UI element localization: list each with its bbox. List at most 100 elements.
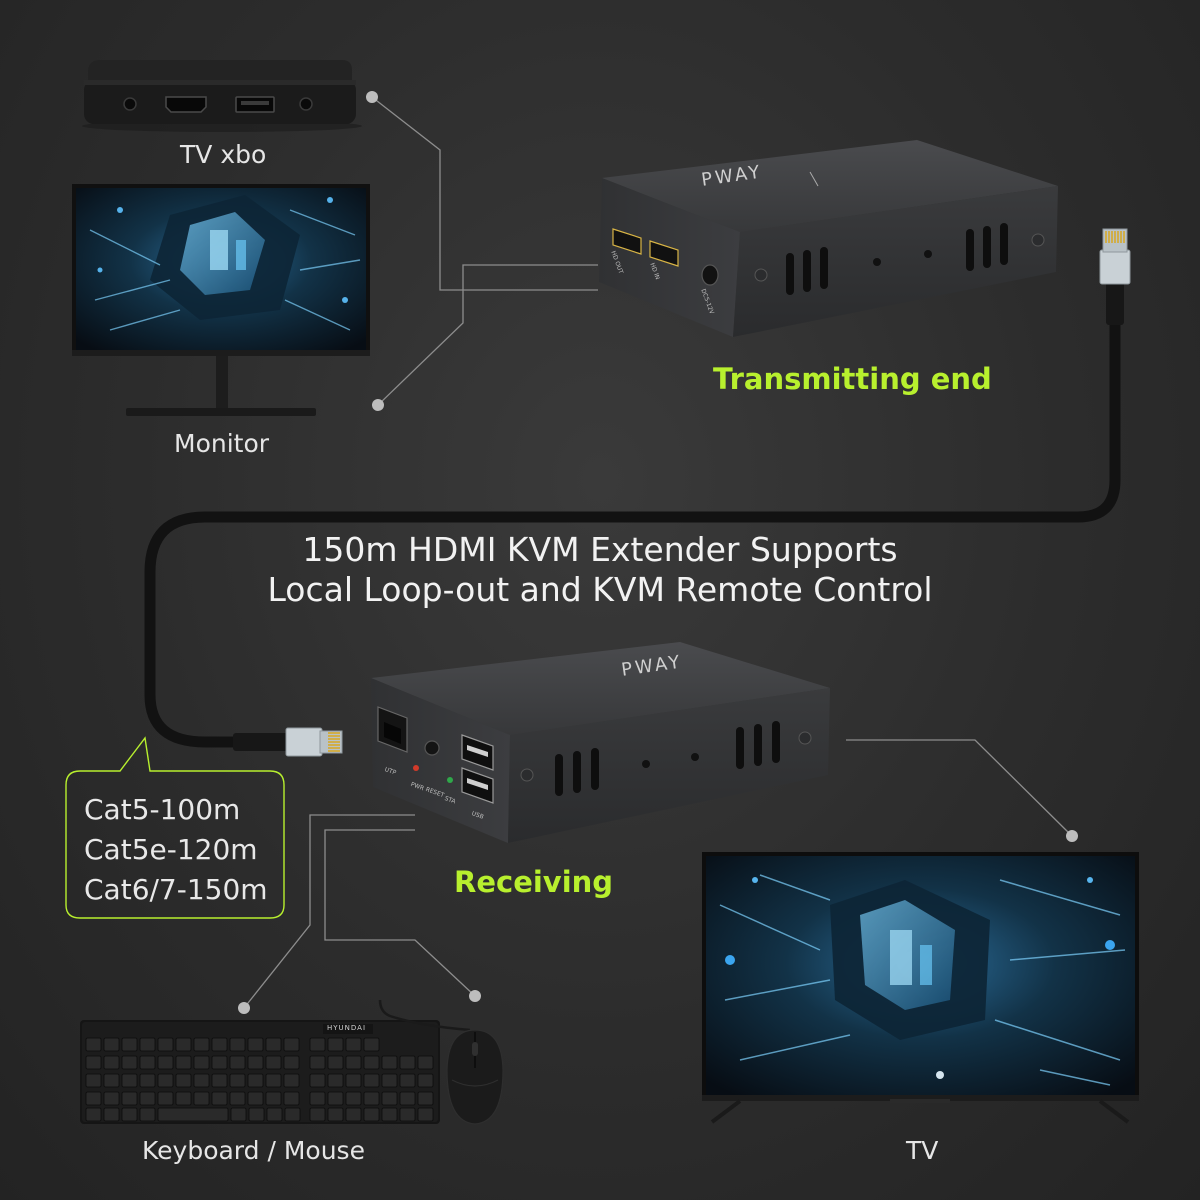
keyboard-key bbox=[363, 1091, 380, 1106]
monitor-label: Monitor bbox=[174, 429, 270, 458]
pwr-led-icon bbox=[413, 765, 419, 771]
keyboard-key bbox=[139, 1037, 156, 1052]
keyboard-key bbox=[85, 1091, 102, 1106]
keyboard-key bbox=[265, 1037, 282, 1052]
keyboard-key bbox=[283, 1037, 300, 1052]
keyboard-key bbox=[157, 1107, 229, 1122]
keyboard-key bbox=[211, 1055, 228, 1070]
keyboard-key bbox=[417, 1091, 434, 1106]
transmitting-end-label: Transmitting end bbox=[713, 362, 992, 396]
keyboard-key bbox=[121, 1037, 138, 1052]
reset-button-icon bbox=[424, 740, 440, 756]
keyboard-key bbox=[327, 1073, 344, 1088]
keyboard-key bbox=[345, 1107, 362, 1122]
sta-led-icon bbox=[447, 777, 453, 783]
hdmi-out-port-icon bbox=[612, 228, 642, 255]
keyboard-key bbox=[175, 1055, 192, 1070]
keyboard-key bbox=[229, 1055, 246, 1070]
keyboard-key bbox=[85, 1037, 102, 1052]
keyboard-key bbox=[157, 1055, 174, 1070]
keyboard-mouse-label: Keyboard / Mouse bbox=[142, 1136, 365, 1165]
keyboard-key bbox=[121, 1107, 138, 1122]
keyboard-key bbox=[309, 1107, 326, 1122]
keyboard-device bbox=[80, 1020, 440, 1124]
rj45-plug-top bbox=[1099, 228, 1131, 325]
keyboard-key bbox=[381, 1055, 398, 1070]
keyboard-key bbox=[345, 1055, 362, 1070]
keyboard-key bbox=[229, 1091, 246, 1106]
keyboard-key bbox=[211, 1091, 228, 1106]
keyboard-key bbox=[345, 1073, 362, 1088]
tv-box-label: TV xbo bbox=[180, 140, 267, 169]
tv-label: TV bbox=[906, 1136, 939, 1165]
keyboard-key bbox=[327, 1091, 344, 1106]
receiver-device bbox=[371, 642, 830, 843]
keyboard-key bbox=[345, 1037, 362, 1052]
keyboard-key bbox=[363, 1055, 380, 1070]
keyboard-key bbox=[211, 1073, 228, 1088]
keyboard-key bbox=[247, 1073, 264, 1088]
keyboard-key bbox=[157, 1091, 174, 1106]
dc-power-port-icon bbox=[701, 264, 719, 286]
keyboard-key bbox=[417, 1107, 434, 1122]
keyboard-key bbox=[284, 1107, 301, 1122]
utp-port-icon bbox=[377, 706, 408, 753]
keyboard-key bbox=[139, 1107, 156, 1122]
keyboard-key bbox=[247, 1055, 264, 1070]
keyboard-key bbox=[103, 1091, 120, 1106]
usb-ports-icon bbox=[461, 734, 494, 804]
keyboard-key bbox=[193, 1091, 210, 1106]
keyboard-key bbox=[157, 1073, 174, 1088]
keyboard-key bbox=[247, 1037, 264, 1052]
keyboard-key bbox=[363, 1037, 380, 1052]
keyboard-key bbox=[381, 1073, 398, 1088]
cable-spec-list: Cat5-100m Cat5e-120m Cat6/7-150m bbox=[84, 790, 268, 910]
mouse-device bbox=[378, 999, 504, 1125]
keyboard-key bbox=[265, 1055, 282, 1070]
keyboard-key bbox=[103, 1037, 120, 1052]
keyboard-key bbox=[399, 1073, 416, 1088]
cable-spec-cat5e: Cat5e-120m bbox=[84, 833, 258, 866]
keyboard-key bbox=[175, 1091, 192, 1106]
monitor-device bbox=[72, 184, 370, 416]
keyboard-key bbox=[85, 1107, 102, 1122]
keyboard-key bbox=[309, 1091, 326, 1106]
keyboard-key bbox=[417, 1055, 434, 1070]
keyboard-key bbox=[121, 1055, 138, 1070]
rj45-plug-bottom bbox=[233, 727, 343, 757]
keyboard-key bbox=[85, 1055, 102, 1070]
keyboard-key bbox=[283, 1091, 300, 1106]
keyboard-key bbox=[283, 1073, 300, 1088]
tv-device bbox=[702, 852, 1139, 1124]
keyboard-key bbox=[193, 1037, 210, 1052]
hdmi-in-port-icon bbox=[649, 240, 679, 267]
keyboard-key bbox=[399, 1107, 416, 1122]
transmitter-device bbox=[599, 140, 1058, 337]
headline-line-2: Local Loop-out and KVM Remote Control bbox=[267, 570, 933, 609]
keyboard-key bbox=[103, 1073, 120, 1088]
keyboard-key bbox=[193, 1055, 210, 1070]
tv-box-device bbox=[82, 60, 362, 132]
keyboard-key bbox=[230, 1107, 247, 1122]
keyboard-key bbox=[399, 1091, 416, 1106]
audio-port-icon bbox=[123, 97, 137, 111]
keyboard-key bbox=[139, 1091, 156, 1106]
keyboard-key bbox=[139, 1073, 156, 1088]
keyboard-key bbox=[283, 1055, 300, 1070]
keyboard-key bbox=[417, 1073, 434, 1088]
keyboard-key bbox=[345, 1091, 362, 1106]
keyboard-key bbox=[309, 1037, 326, 1052]
keyboard-key bbox=[327, 1037, 344, 1052]
keyboard-key bbox=[229, 1073, 246, 1088]
cable-spec-cat6: Cat6/7-150m bbox=[84, 873, 268, 906]
keyboard-key bbox=[327, 1055, 344, 1070]
cable-spec-bubble bbox=[65, 736, 285, 919]
keyboard-key bbox=[248, 1107, 265, 1122]
network-cable bbox=[144, 314, 1121, 748]
keyboard-key bbox=[265, 1073, 282, 1088]
keyboard-key bbox=[121, 1073, 138, 1088]
keyboard-key bbox=[266, 1107, 283, 1122]
keyboard-key bbox=[265, 1091, 282, 1106]
keyboard-key bbox=[381, 1107, 398, 1122]
